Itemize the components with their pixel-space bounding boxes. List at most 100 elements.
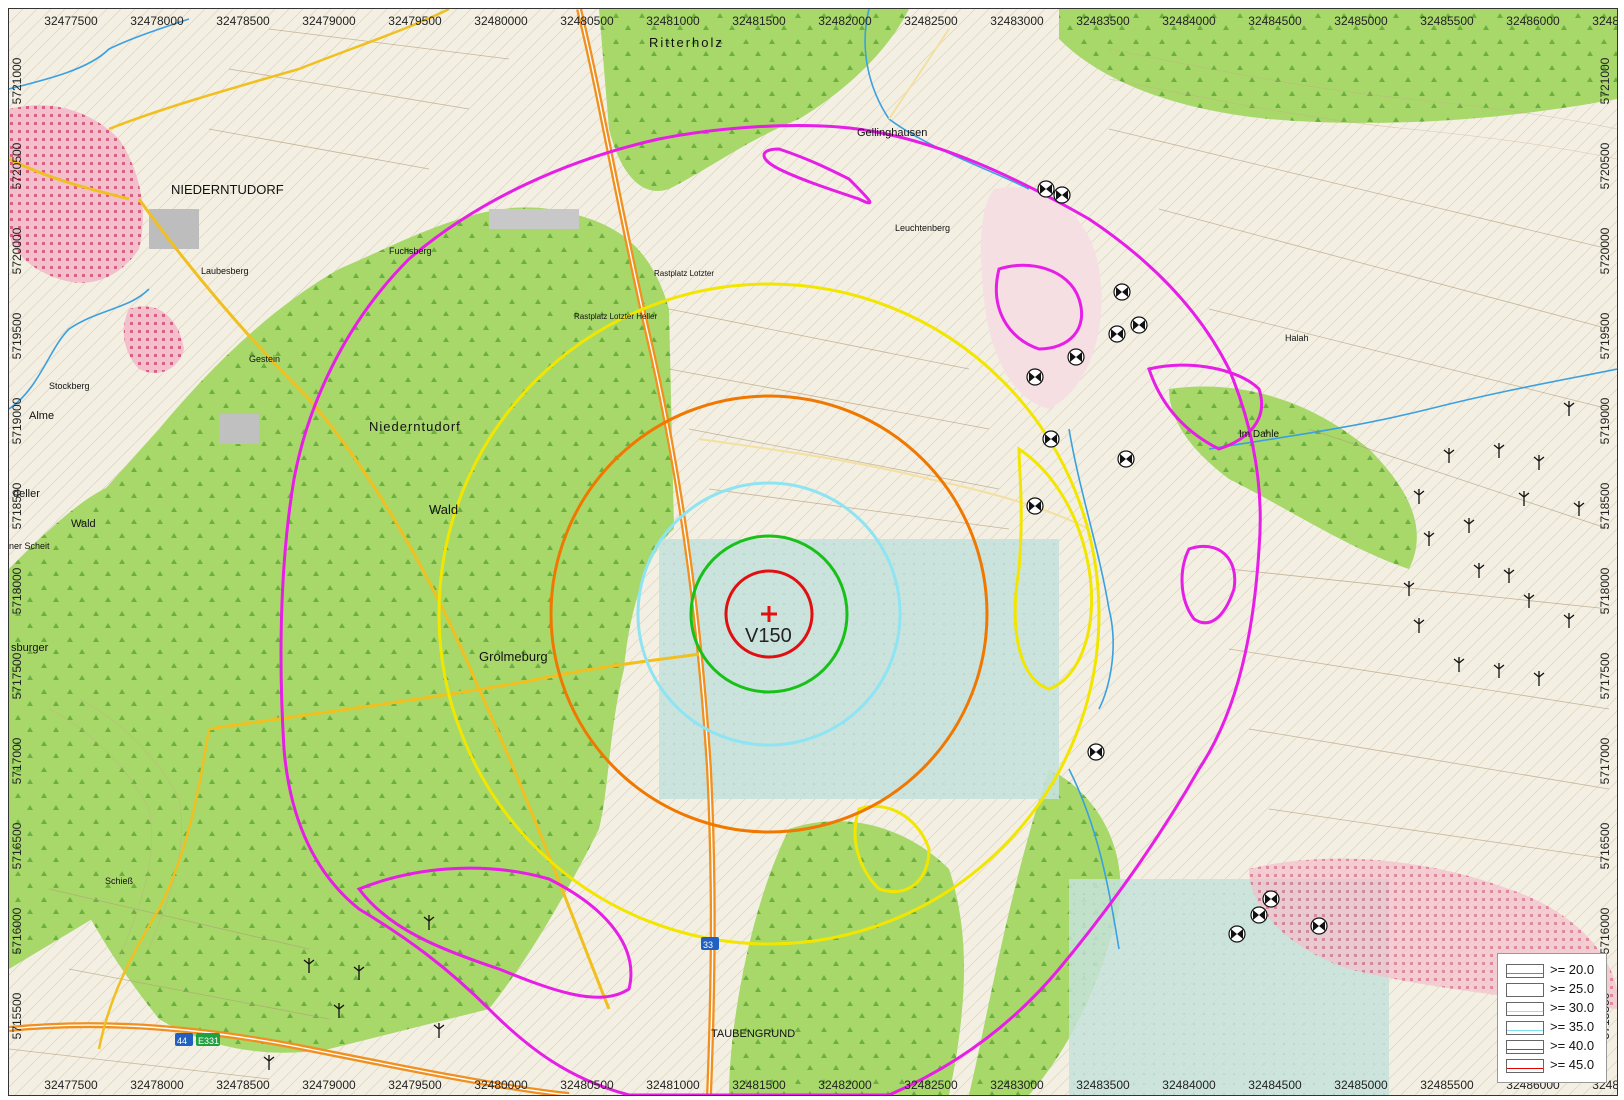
industrial-area-3 xyxy=(219,414,259,444)
contour-20db-inner-south xyxy=(356,866,633,999)
y-tick-left-6: 5718000 xyxy=(10,567,24,614)
forest-ritterholz xyxy=(599,9,909,191)
parcel-lines xyxy=(9,28,1610,1080)
road-south-west xyxy=(97,728,211,1050)
forest-niederntudorf xyxy=(38,207,674,1053)
wind-turbine-icon xyxy=(1453,657,1465,672)
y-tick-right-6: 5718000 xyxy=(1598,567,1612,614)
road-network xyxy=(9,9,1090,1095)
contour-20db-inner-ne xyxy=(994,263,1084,351)
y-tick-right-1: 5720500 xyxy=(1598,142,1612,189)
place-im-dahle: Im Dahle xyxy=(1239,429,1279,440)
y-axis-right: 5721000572050057200005719500571900057185… xyxy=(1598,57,1612,1039)
motorway-shield-33: 33 xyxy=(701,937,719,950)
contour-20db-inner-se xyxy=(1180,544,1237,625)
legend-label: >= 25.0 xyxy=(1550,981,1595,996)
x-tick-bottom-0: 32477500 xyxy=(44,1078,98,1092)
wind-turbine-icon xyxy=(1403,581,1415,596)
y-tick-left-4: 5719000 xyxy=(10,397,24,444)
forest-east-valley xyxy=(1169,386,1417,569)
source-marker[interactable] xyxy=(761,606,777,622)
place-schiess: Schieß xyxy=(105,876,134,886)
legend-label: >= 35.0 xyxy=(1550,1019,1595,1034)
receptor-points xyxy=(1026,180,1328,943)
wind-turbines xyxy=(263,401,1585,1070)
y-tick-left-3: 5719500 xyxy=(10,312,24,359)
contour-30db xyxy=(437,282,1101,946)
y-tick-right-10: 5716000 xyxy=(1598,907,1612,954)
legend-item: >= 20.0 xyxy=(1506,962,1602,980)
x-tick-bottom-14: 32484500 xyxy=(1248,1078,1302,1092)
contour-30db-east-lobe xyxy=(1013,446,1094,691)
forest-south-east xyxy=(969,769,1121,1095)
elevation-lines xyxy=(48,48,1617,960)
y-tick-right-9: 5716500 xyxy=(1598,822,1612,869)
x-tick-bottom-15: 32485000 xyxy=(1334,1078,1388,1092)
wind-turbine-icon xyxy=(1493,663,1505,678)
place-rastplatz-2: Rastplatz Lotzter Heller xyxy=(574,312,657,321)
x-tick-bottom-16: 32485500 xyxy=(1420,1078,1474,1092)
x-tick-bottom-7: 32481000 xyxy=(646,1078,700,1092)
receptor-point-icon xyxy=(1067,348,1085,366)
road-l776 xyxy=(137,198,611,1010)
forest-west-edge xyxy=(9,479,169,969)
y-axis-left: 5721000572050057200005719500571900057185… xyxy=(10,57,24,1039)
x-tick-bottom-12: 32483500 xyxy=(1076,1078,1130,1092)
legend-swatch xyxy=(1506,1059,1544,1073)
place-wald: Wald xyxy=(429,502,458,517)
wind-turbine-icon xyxy=(1493,443,1505,458)
x-tick-top-7: 32481000 xyxy=(646,14,700,28)
legend-swatch xyxy=(1506,1021,1544,1035)
receptor-point-icon xyxy=(1026,497,1044,515)
x-tick-top-3: 32479000 xyxy=(302,14,356,28)
receptor-point-icon xyxy=(1087,743,1105,761)
wind-turbine-icon xyxy=(1573,501,1585,516)
x-tick-bottom-10: 32482500 xyxy=(904,1078,958,1092)
y-tick-right-0: 5721000 xyxy=(1598,57,1612,104)
place-scheit: ner Scheit xyxy=(9,541,50,551)
receptor-point-icon xyxy=(1037,180,1055,198)
legend-item: >= 45.0 xyxy=(1506,1057,1602,1075)
place-halah: Halah xyxy=(1285,333,1309,343)
map-canvas[interactable]: V150 NIEDERNTUDORF Gellinghausen TAUBENG… xyxy=(9,9,1617,1095)
x-tick-bottom-9: 32482000 xyxy=(818,1078,872,1092)
x-tick-bottom-2: 32478500 xyxy=(216,1078,270,1092)
legend-swatch xyxy=(1506,983,1544,997)
place-niederntudorf-forest: Niederntudorf xyxy=(369,419,461,434)
road-l818 xyxy=(208,652,700,731)
receptor-point-icon xyxy=(1262,890,1280,908)
receptor-point-icon xyxy=(1250,906,1268,924)
legend-item: >= 25.0 xyxy=(1506,981,1602,999)
x-tick-top-9: 32482000 xyxy=(818,14,872,28)
place-deller: deller xyxy=(13,488,40,500)
x-tick-top-6: 32480500 xyxy=(560,14,614,28)
place-grolmeburg: Grolmeburg xyxy=(479,649,548,664)
place-leuchtenberg: Leuchtenberg xyxy=(895,223,950,233)
x-tick-top-4: 32479500 xyxy=(388,14,442,28)
contour-35db xyxy=(636,481,902,747)
receptor-point-icon xyxy=(1113,283,1131,301)
wind-turbine-icon xyxy=(1443,448,1455,463)
place-rastplatz-1: Rastplatz Lotzter xyxy=(654,269,714,278)
svg-text:44: 44 xyxy=(177,1036,187,1046)
legend-label: >= 20.0 xyxy=(1550,962,1595,977)
wind-turbine-icon xyxy=(303,958,315,973)
town-niederntudorf xyxy=(9,105,143,283)
svg-text:E331: E331 xyxy=(198,1036,219,1046)
x-tick-top-14: 32484500 xyxy=(1248,14,1302,28)
forest-north-east xyxy=(1059,9,1617,123)
industrial-area xyxy=(149,209,199,249)
wind-turbine-icon xyxy=(1413,489,1425,504)
noise-contour-map[interactable]: V150 NIEDERNTUDORF Gellinghausen TAUBENG… xyxy=(8,8,1618,1096)
y-tick-left-7: 5717500 xyxy=(10,652,24,699)
road-k28 xyxy=(888,28,950,120)
place-ritterholz: Ritterholz xyxy=(649,35,724,50)
x-tick-top-15: 32485000 xyxy=(1334,14,1388,28)
place-alme: Alme xyxy=(29,410,54,422)
wind-turbine-icon xyxy=(1413,618,1425,633)
x-tick-bottom-5: 32480000 xyxy=(474,1078,528,1092)
wetland-patch xyxy=(659,539,1059,799)
x-tick-top-16: 32485500 xyxy=(1420,14,1474,28)
x-tick-top-2: 32478500 xyxy=(216,14,270,28)
y-tick-right-3: 5719500 xyxy=(1598,312,1612,359)
